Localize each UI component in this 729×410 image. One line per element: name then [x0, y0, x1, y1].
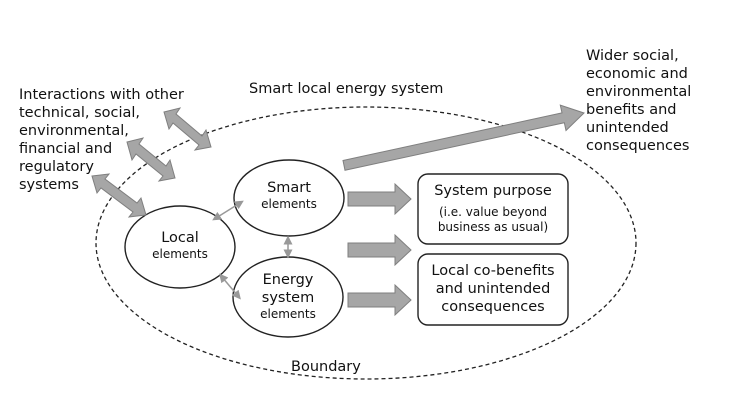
interactions-label: Interactions with other technical, socia…	[19, 86, 184, 194]
local-elements-line1: Local	[161, 230, 199, 246]
energy-elements-line3: elements	[260, 307, 316, 321]
cobenefits-line2: and unintended	[435, 281, 551, 297]
system-purpose-title: System purpose	[434, 183, 552, 199]
smart-elements-line1: Smart	[267, 180, 311, 196]
interactions-line: regulatory	[19, 159, 94, 175]
interactions-line: systems	[19, 177, 79, 193]
interaction-arrow-1	[91, 173, 147, 218]
local-elements-line2: elements	[152, 247, 208, 261]
block-arrows	[91, 104, 585, 317]
wider-benefits-line: benefits and	[586, 102, 677, 118]
connector-local-energy	[219, 273, 241, 300]
energy-system-elements-label: Energy system elements	[238, 271, 338, 322]
interactions-line: financial and	[19, 141, 113, 157]
interaction-arrow-2	[126, 137, 176, 182]
boundary-label: Boundary	[291, 359, 361, 375]
local-elements-node	[124, 205, 236, 289]
interactions-line: Interactions with other	[19, 87, 184, 103]
local-cobenefits-box	[417, 253, 569, 326]
smart-elements-line2: elements	[261, 197, 317, 211]
system-purpose-sub1: (i.e. value beyond	[438, 205, 548, 219]
energy-elements-line2: system	[261, 290, 315, 306]
system-purpose-text: System purpose (i.e. value beyond busine…	[418, 182, 568, 235]
connector-local-smart	[212, 200, 244, 221]
energy-elements-line1: Energy	[262, 272, 314, 288]
system-purpose-sub2: business as usual)	[437, 220, 549, 234]
interactions-line: technical, social,	[19, 105, 141, 121]
local-cobenefits-text: Local co-benefits and unintended consequ…	[418, 262, 568, 316]
cobenefits-line1: Local co-benefits	[431, 263, 555, 279]
wider-benefits-line: unintended	[586, 120, 669, 136]
diagram-title: Smart local energy system	[249, 81, 444, 97]
local-elements-label: Local elements	[130, 229, 230, 262]
system-boundary	[95, 106, 637, 380]
system-purpose-box	[417, 173, 569, 245]
smart-elements-label: Smart elements	[239, 179, 339, 212]
wider-benefits-line: Wider social,	[586, 48, 679, 64]
wider-benefits-line: environmental	[586, 84, 692, 100]
wider-benefits-label: Wider social, economic and environmental…	[586, 47, 691, 155]
interaction-arrow-3	[163, 107, 212, 151]
wider-benefits-line: consequences	[586, 138, 690, 154]
interactions-line: environmental,	[19, 123, 129, 139]
arrow-middle-to-boxes	[347, 233, 412, 267]
arrow-energy-to-cobenefits	[347, 283, 412, 317]
arrow-to-wider-benefits	[342, 104, 585, 171]
arrow-smart-to-purpose	[347, 182, 412, 216]
cobenefits-line3: consequences	[441, 299, 545, 315]
wider-benefits-line: economic and	[586, 66, 688, 82]
